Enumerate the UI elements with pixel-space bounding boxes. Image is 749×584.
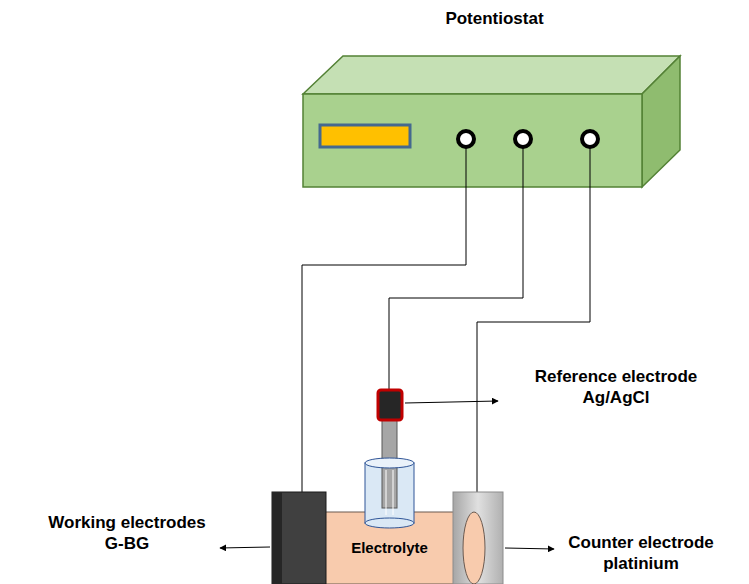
electrolyte-tube: Electrolyte [326,512,453,584]
leader-arrow [505,548,554,549]
part-label: Working electrodes G-BG [37,512,217,555]
box-front [303,94,642,187]
rod-highlight [393,470,394,515]
terminal [515,131,531,147]
wire [477,147,590,492]
working-electrode-edge [272,492,282,584]
reference-cap [378,390,402,420]
node-text: Electrolyte [351,539,428,558]
box-side [642,56,680,187]
device-title: Potentiostat [325,8,664,29]
terminal [458,131,474,147]
rod-highlight [386,470,387,515]
part-label: Reference electrode Ag/AgCl [521,366,711,409]
wire [389,147,523,390]
display-screen [320,125,410,147]
leader-arrow [220,547,270,548]
part-label: Counter electrode platinium [556,532,726,575]
counter-electrode [453,492,503,584]
potentiostat-box: Potentiostat [303,94,642,187]
tube-end [463,512,485,584]
terminal [582,131,598,147]
beaker-top [365,458,414,468]
beaker-bottom [365,518,414,528]
electrolyte-tube [318,512,458,584]
leader-arrow [405,401,498,403]
box-top [303,56,680,94]
working-electrode [272,492,326,584]
